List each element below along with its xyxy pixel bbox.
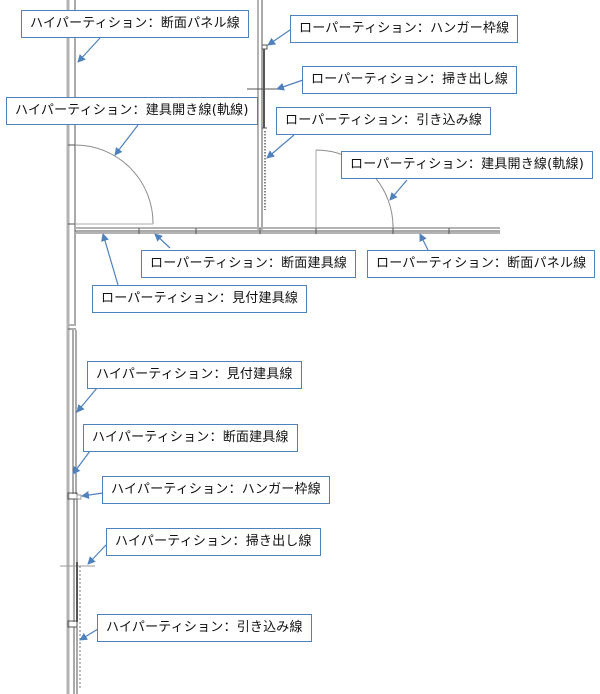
callout-high-sweep-line: ハイパーティション：掃き出し線 [106, 528, 321, 556]
low-partition-vertical-wall [247, 0, 280, 230]
low-hanger-frame [261, 44, 268, 50]
callout-low-pocket-line: ローパーティション：引き込み線 [276, 107, 492, 135]
callout-low-sweep-line: ローパーティション：掃き出し線 [302, 66, 518, 94]
arrow-low-hanger-frame-line [267, 29, 291, 46]
high-door [74, 144, 154, 225]
arrow-high-section-door-line [72, 450, 91, 475]
callout-low-elevation-door-line: ローパーティション：見付建具線 [92, 285, 308, 313]
callout-high-door-swing-line: ハイパーティション：建具開き線(軌線) [6, 97, 258, 125]
arrow-high-elevation-door-line [76, 387, 98, 413]
callout-high-section-panel-line: ハイパーティション：断面パネル線 [21, 10, 249, 38]
arrow-low-sweep-line [276, 79, 304, 91]
arrow-low-elevation-door-line [101, 233, 119, 286]
arrow-low-section-panel-line [419, 233, 429, 251]
arrow-high-hanger-frame-line [81, 491, 104, 499]
callout-high-pocket-line: ハイパーティション：引き込み線 [97, 614, 312, 642]
high-hanger-frame-box [76, 494, 82, 500]
arrow-low-section-door-line [154, 233, 171, 249]
arrow-high-section-panel-line [77, 37, 101, 63]
callout-arrows [72, 29, 429, 641]
arrow-high-pocket-line [79, 628, 99, 641]
arrow-high-door-swing-line [114, 124, 139, 156]
high-door-swing-arc [74, 144, 154, 225]
callout-high-elevation-door-line: ハイパーティション：見付建具線 [87, 361, 302, 389]
callout-low-section-door-line: ローパーティション：断面建具線 [141, 250, 357, 278]
callout-low-door-swing-line: ローパーティション：建具開き線(軌線) [341, 151, 594, 179]
callout-low-section-panel-line: ローパーティション：断面パネル線 [367, 250, 596, 278]
arrow-low-door-swing-line [389, 179, 408, 201]
arrow-low-pocket-line [266, 134, 295, 159]
callout-high-hanger-frame-line: ハイパーティション：ハンガー枠線 [102, 476, 330, 504]
callout-high-section-door-line: ハイパーティション：断面建具線 [83, 424, 298, 452]
arrow-high-sweep-line [87, 544, 107, 565]
callout-low-hanger-frame-line: ローパーティション：ハンガー枠線 [290, 15, 519, 43]
high-pocket-frame [67, 620, 78, 628]
low-partition-horizontal-wall [75, 225, 500, 234]
